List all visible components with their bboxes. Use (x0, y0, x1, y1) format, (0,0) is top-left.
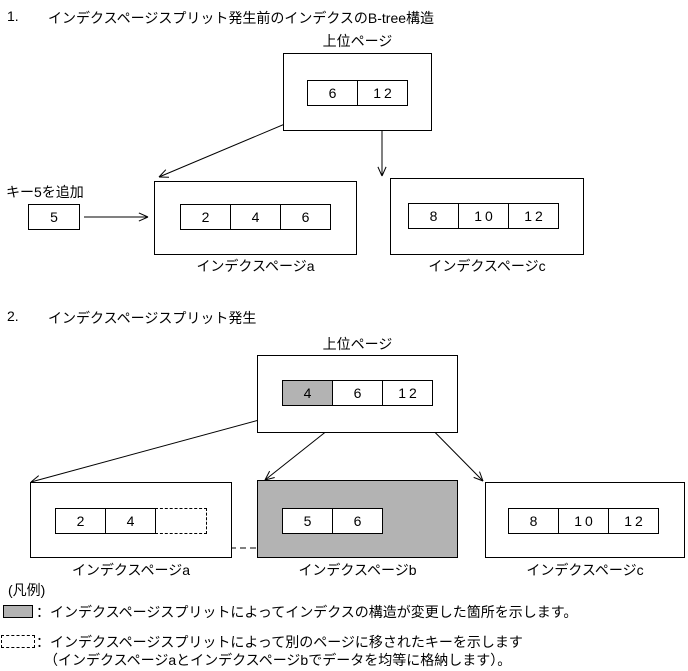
legend-heading: (凡例) (8, 582, 46, 598)
index-key-cell: 2 (55, 508, 106, 534)
legend-dashed-text-line2: （インデクスページaとインデクスページbでデータを均等に格納します）。 (44, 652, 512, 668)
index-key-cell: 10 (558, 508, 609, 534)
section2-number: 2. (7, 308, 19, 324)
s2-upper-page-cells: 4 6 12 (282, 380, 433, 406)
index-key-cell: 12 (357, 80, 408, 106)
s2-page-b-label: インデクスページb (298, 562, 417, 578)
s1-page-a-cells: 2 4 6 (180, 204, 331, 230)
index-key-cell: 12 (382, 380, 433, 406)
index-key-cell: 6 (307, 80, 358, 106)
s2-page-a-cells: 2 4 (55, 508, 156, 534)
index-key-cell: 10 (458, 203, 509, 229)
index-key-cell: 4 (105, 508, 156, 534)
legend-gray-swatch (3, 605, 33, 618)
section2-title: インデクスページスプリット発生 (48, 310, 257, 326)
s1-page-a-label: インデクスページa (196, 258, 315, 274)
index-key-cell: 5 (28, 204, 80, 230)
s2-page-a-label: インデクスページa (71, 562, 191, 578)
section1-number: 1. (7, 8, 19, 24)
index-key-cell: 8 (408, 203, 459, 229)
index-key-cell: 6 (280, 204, 331, 230)
index-key-cell: 2 (180, 204, 231, 230)
moved-key-dashed-cell (155, 508, 207, 534)
index-key-cell: 12 (608, 508, 659, 534)
legend-gray-text: ：インデクスページスプリットによってインデクスの構造が変更した箇所を示します。 (36, 604, 578, 620)
s1-upper-page-cells: 6 12 (307, 80, 408, 106)
index-key-cell: 12 (508, 203, 559, 229)
s1-page-c-cells: 8 10 12 (408, 203, 559, 229)
index-key-cell: 5 (282, 508, 333, 534)
legend-dashed-text-line1: ：インデクスページスプリットによって別のページに移されたキーを示します (36, 634, 523, 650)
section1-title: インデクスページスプリット発生前のインデクスのB-tree構造 (48, 10, 435, 26)
index-key-cell: 6 (332, 508, 383, 534)
index-key-cell: 4 (230, 204, 281, 230)
index-key-cell: 8 (508, 508, 559, 534)
s1-upper-page-label: 上位ページ (322, 33, 393, 49)
index-key-cell-highlighted: 4 (282, 380, 333, 406)
legend-dashed-swatch (1, 635, 35, 648)
key-add-caption: キー5を追加 (6, 184, 84, 200)
s2-page-c-cells: 8 10 12 (508, 508, 659, 534)
index-key-cell: 6 (332, 380, 383, 406)
s2-page-c-label: インデクスページc (526, 562, 644, 578)
s2-page-b-cells: 5 6 (282, 508, 383, 534)
s1-page-c-label: インデクスページc (428, 258, 546, 274)
key-add-box: 5 (28, 204, 80, 230)
s2-upper-page-label: 上位ページ (322, 336, 393, 352)
